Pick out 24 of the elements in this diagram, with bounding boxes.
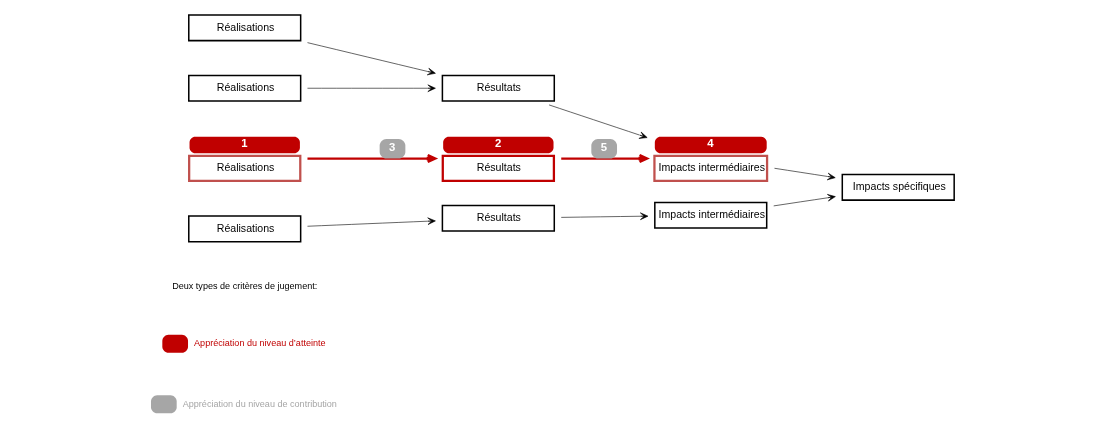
arrow <box>560 154 648 164</box>
arrow <box>306 42 436 76</box>
node-box: Résultats <box>441 204 555 232</box>
node-box: Impacts spécifiques <box>841 173 955 201</box>
node-box: Réalisations <box>187 14 301 42</box>
node-label: 1 <box>240 136 248 149</box>
arrow <box>306 217 436 227</box>
arrow <box>306 84 436 92</box>
node-box: Impacts intermédiaires <box>653 201 767 229</box>
arrow <box>560 212 648 220</box>
arrow <box>306 154 437 164</box>
arrow <box>548 104 647 139</box>
node-box: Réalisations <box>187 215 301 243</box>
legend-label: Appréciation du niveau d’atteinte <box>193 338 326 349</box>
node-box: Résultats <box>441 74 555 102</box>
node-box: Réalisations <box>187 74 301 102</box>
node-label: 2 <box>494 136 501 149</box>
node-label: 4 <box>706 136 714 149</box>
edge-label: 5 <box>600 140 607 153</box>
arrow <box>773 168 835 181</box>
legend-label: Appréciation du niveau de contribution <box>182 398 337 409</box>
edge-label: 3 <box>388 140 395 153</box>
label: Deux types de critères de jugement: <box>171 280 317 291</box>
arrow <box>772 194 836 207</box>
